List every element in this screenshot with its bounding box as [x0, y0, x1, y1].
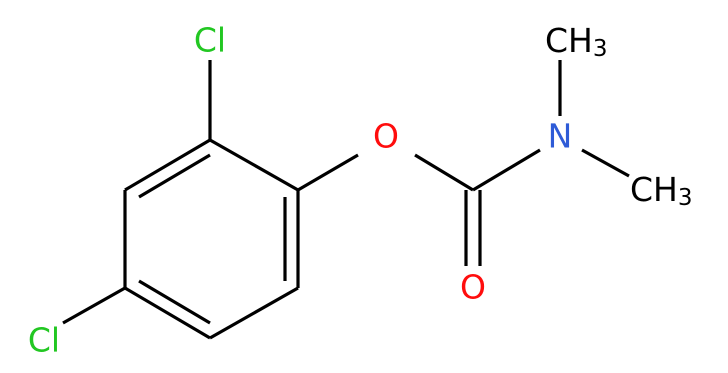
atom-ch3-right-subscript: 3 — [678, 185, 693, 211]
atom-ch3-top-subscript: 3 — [593, 36, 608, 62]
bond-c-n — [472, 148, 541, 192]
bond-c5-cl — [62, 286, 126, 325]
atom-ch3-right-main: CH — [630, 170, 678, 209]
bond-ring-c3-c4 — [209, 286, 299, 340]
bond-ring-c1-c2 — [209, 138, 299, 192]
atom-o-carbonyl: O — [460, 268, 486, 307]
atom-cl-top: Cl — [194, 21, 226, 60]
atom-o-ester: O — [373, 117, 399, 156]
bond-ring-c4-c5 — [124, 286, 211, 340]
atom-ch3-right: CH3 — [630, 170, 693, 212]
bond-ring-c6-c1-inner — [138, 153, 211, 199]
bonds — [62, 60, 630, 340]
atom-ch3-top: CH3 — [545, 21, 608, 63]
bond-c2-o — [297, 153, 359, 192]
atom-ch3-top-main: CH — [545, 21, 593, 60]
atom-n-amine: N — [548, 117, 573, 156]
atom-cl-bottom: Cl — [28, 321, 60, 360]
bond-n-ch3-right — [581, 148, 630, 178]
bond-o-ccarbonyl — [414, 153, 474, 192]
bond-ring-c5-inner — [138, 279, 211, 325]
bond-ring-c6-c1 — [124, 138, 211, 192]
atom-labels: Cl Cl O O N CH3 CH3 — [28, 21, 693, 360]
